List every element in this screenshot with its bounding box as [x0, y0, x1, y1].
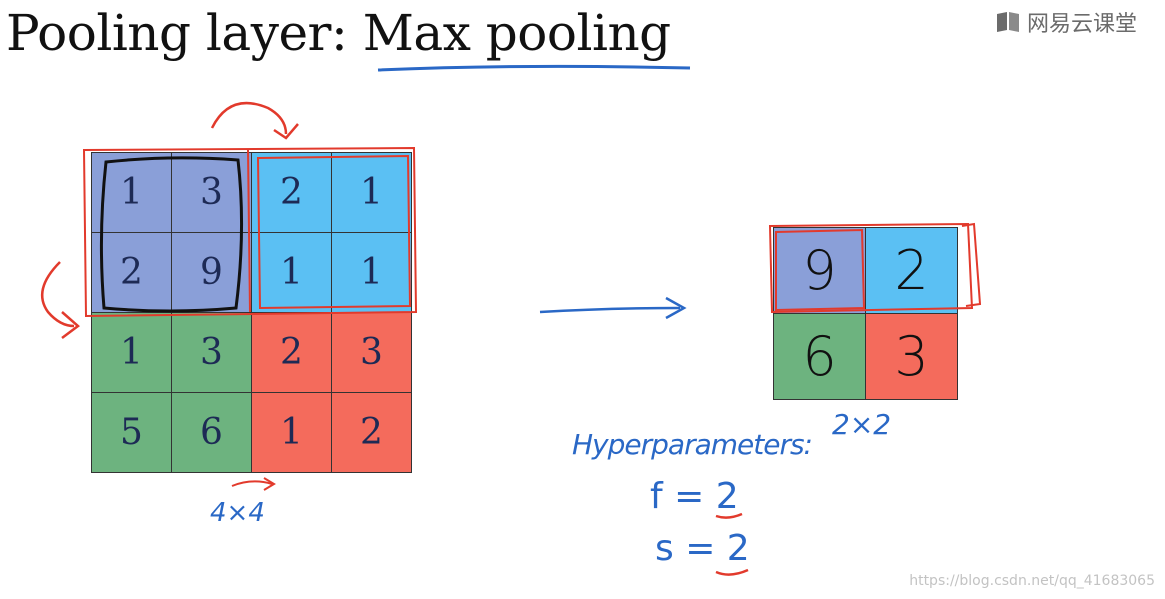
output-cell-r2-c2: 3: [866, 314, 958, 400]
underline-s-value: [715, 568, 749, 576]
transform-arrow: [539, 306, 681, 314]
hyperparameter-f: f = 2: [650, 476, 739, 517]
hyperparameters-heading: Hyperparameters:: [572, 428, 813, 461]
transform-arrow-head: [665, 296, 687, 320]
book-icon: [996, 12, 1019, 32]
input-size-label: 4×4: [210, 498, 265, 528]
stride-arrow-top: [210, 101, 288, 135]
input-cell-r3-c1: 1: [92, 313, 172, 393]
small-red-arrow-head: [263, 477, 276, 491]
input-cell-r3-c2: 3: [172, 313, 252, 393]
output-cell-r1-c1: 9: [774, 228, 866, 314]
input-cell-r4-c4: 2: [332, 393, 412, 473]
red-bracket-output: [961, 222, 982, 307]
input-cell-r1-c2: 3: [172, 153, 252, 233]
input-cell-r2-c1: 2: [92, 233, 172, 313]
input-cell-r1-c3: 2: [252, 153, 332, 233]
stride-arrow-left-head: [61, 311, 80, 339]
hyperparameter-s: s = 2: [655, 528, 750, 569]
stride-arrow-top-head: [273, 123, 299, 140]
title-prefix: Pooling layer:: [6, 4, 363, 62]
input-cell-r3-c3: 2: [252, 313, 332, 393]
input-cell-r2-c3: 1: [252, 233, 332, 313]
title-emphasis: Max pooling: [362, 4, 672, 62]
input-cell-r3-c4: 3: [332, 313, 412, 393]
stride-arrow-left: [40, 261, 75, 328]
watermark: https://blog.csdn.net/qq_41683065: [909, 573, 1155, 589]
input-cell-r4-c3: 1: [252, 393, 332, 473]
input-cell-r2-c4: 1: [332, 233, 412, 313]
output-size-label: 2×2: [832, 408, 892, 441]
input-cell-r1-c1: 1: [92, 153, 172, 233]
small-red-arrow: [231, 480, 273, 487]
input-cell-r2-c2: 9: [172, 233, 252, 313]
output-cell-r2-c1: 6: [774, 314, 866, 400]
input-cell-r4-c1: 5: [92, 393, 172, 473]
page-title: Pooling layer: Max pooling: [6, 4, 671, 62]
logo: 网易云课堂: [995, 6, 1137, 38]
output-cell-r1-c2: 2: [866, 228, 958, 314]
logo-text: 网易云课堂: [1026, 12, 1137, 37]
title-underline: [377, 64, 691, 72]
input-cell-r1-c4: 1: [332, 153, 412, 233]
input-cell-r4-c2: 6: [172, 393, 252, 473]
